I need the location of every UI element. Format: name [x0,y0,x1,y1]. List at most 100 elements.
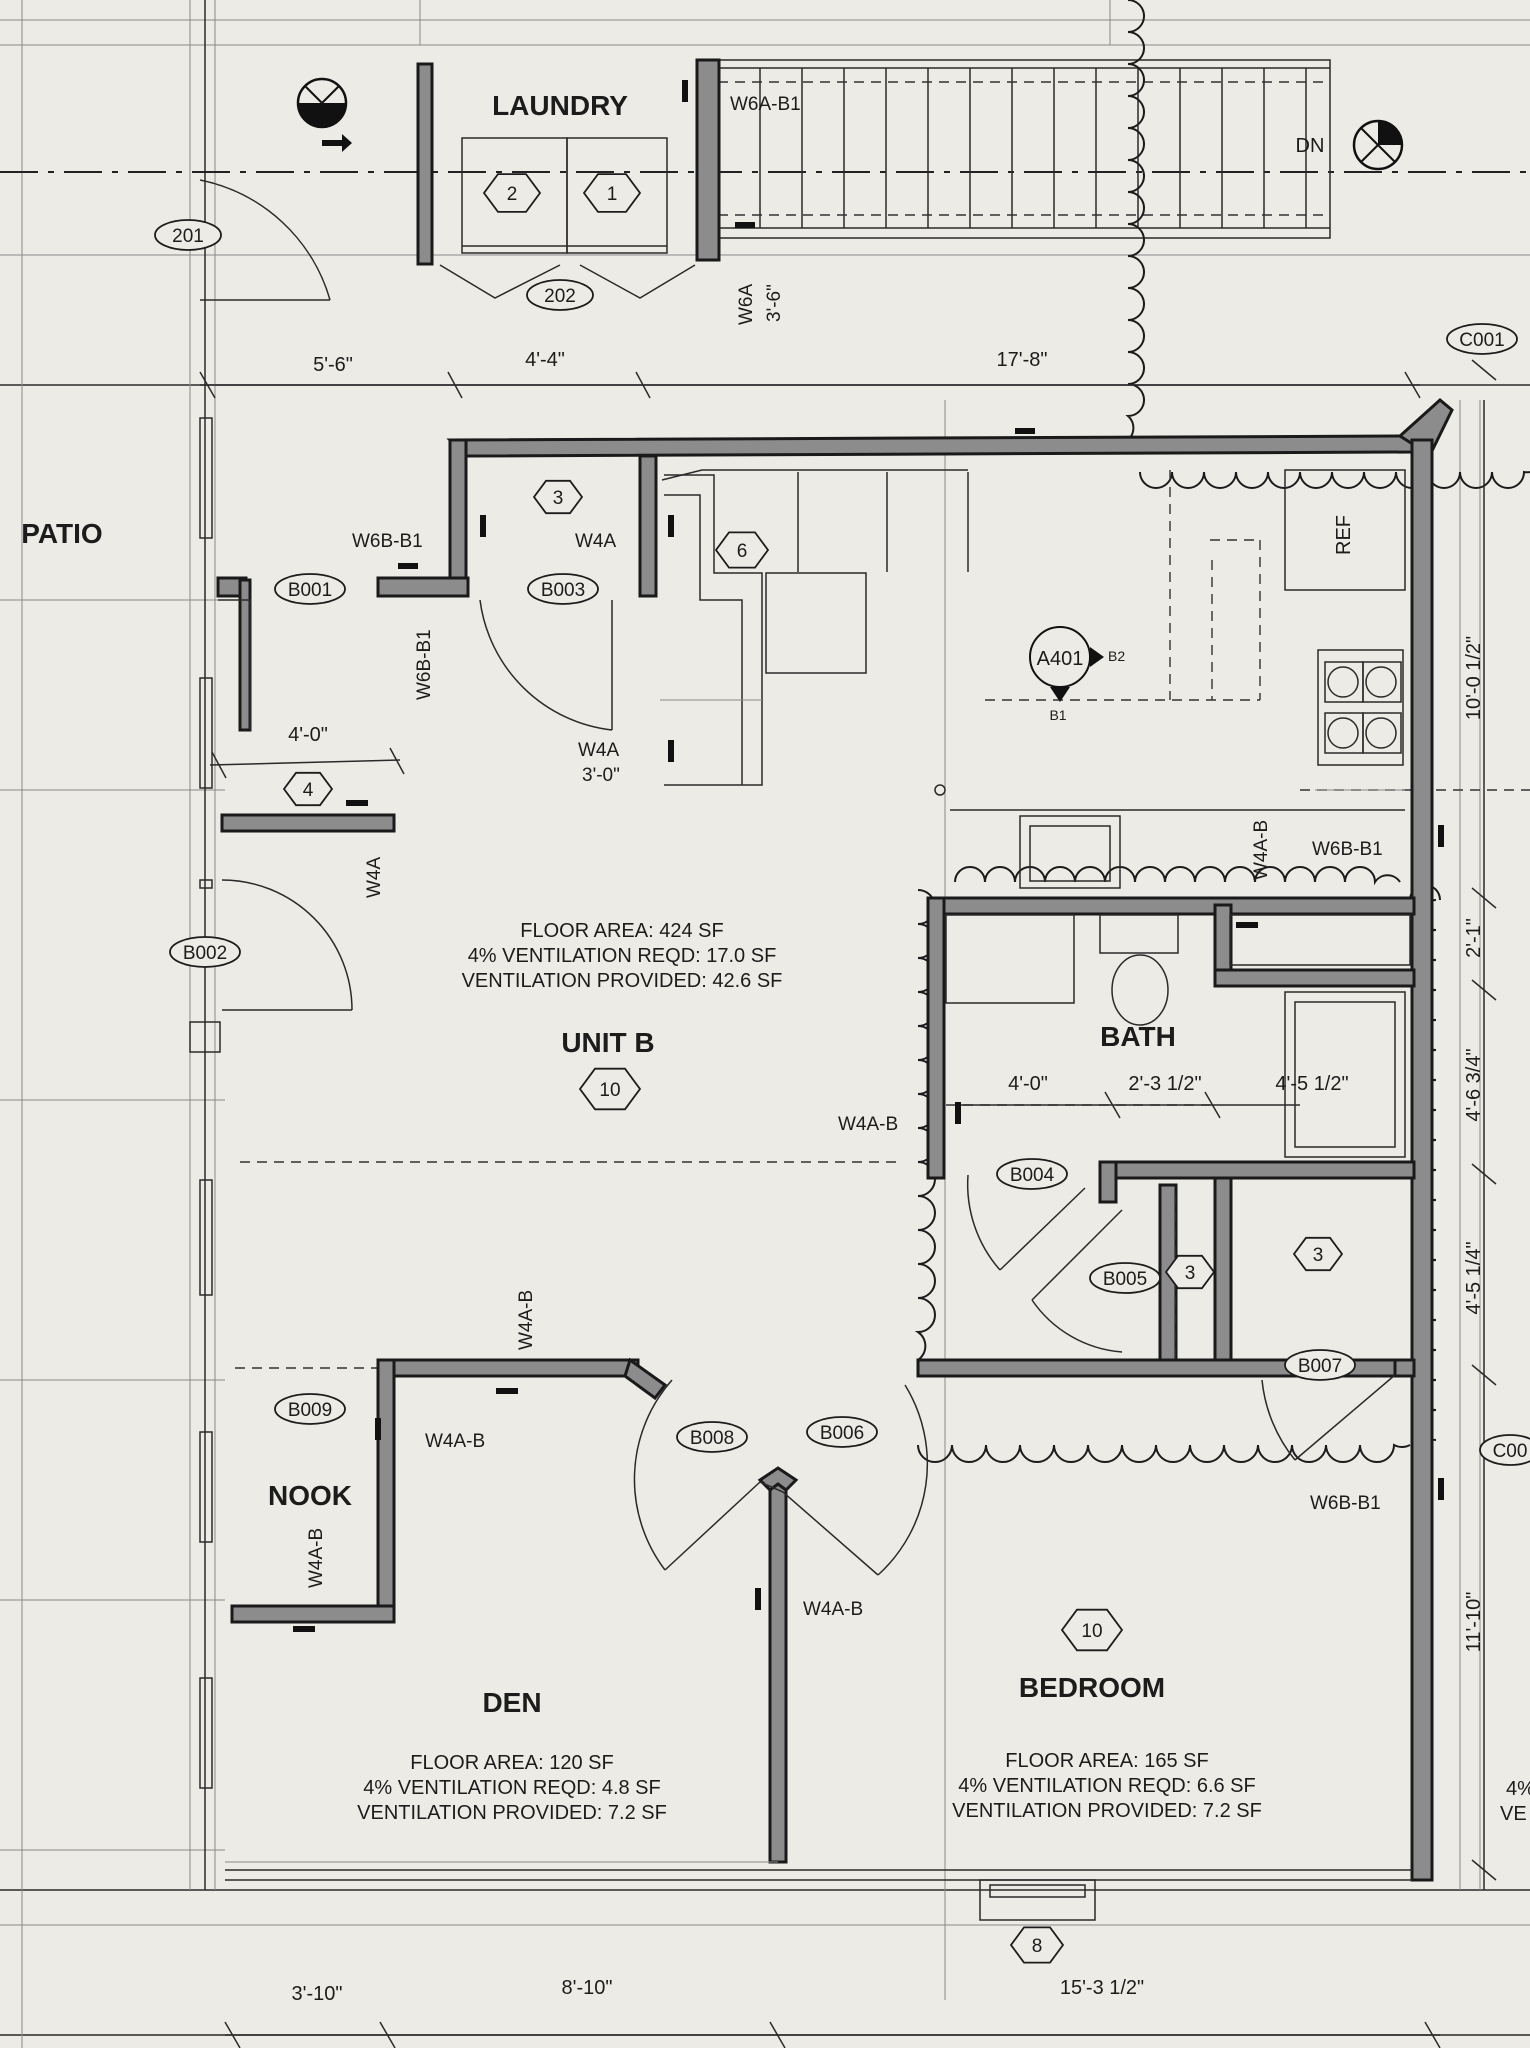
wall-tag-w4a-b-bath: W4A-B [838,1114,898,1135]
dim-bottom-3: 15'-3 1/2" [1060,1977,1144,1999]
bedroom-vent-reqd: 4% VENTILATION REQD: 6.6 SF [958,1775,1255,1797]
door-tag-b004: B004 [996,1158,1068,1190]
door-tag-d201: 201 [154,219,222,251]
den-vent-reqd: 4% VENTILATION REQD: 4.8 SF [363,1777,660,1799]
room-label-den: DEN [482,1687,541,1718]
stair [717,59,1331,239]
wall-tag-w4a-mid: W4A [578,740,620,761]
hex-tags: 2 1 3 6 4 10 3 3 10 8 [282,173,1344,1964]
room-label-laundry: LAUNDRY [492,90,628,121]
hex-tag-h3c: 3 [1292,1236,1344,1272]
kitchen [660,469,1406,889]
hex-tag-h8: 8 [1009,1926,1065,1964]
door-tag-text: C001 [1459,330,1504,351]
range [1324,661,1402,754]
door-tag-text: C00 [1493,1441,1528,1462]
dim-top-3: 17'-8" [997,349,1048,371]
section-marker-icon-right [1352,119,1404,171]
elevation-marker: A401 B2 B1 [1029,626,1125,723]
door-tag-b008: B008 [676,1421,748,1453]
room-label-bath: BATH [1100,1021,1176,1052]
door-tag-text: B001 [288,580,332,601]
doors [199,179,1396,1576]
wall-tag-w6b-b1-top: W6B-B1 [352,531,423,552]
hex-tag-text: 2 [507,184,518,205]
wall-tag-marks [293,80,1444,1632]
hex-tag-text: 4 [303,780,314,801]
hex-tag-text: 6 [737,541,748,562]
hex-tag-text: 3 [1313,1245,1324,1266]
wall-tag-w6b-b1-right: W6B-B1 [1312,839,1383,860]
laundry-area [416,58,721,299]
wall-tag-w6a: W6A [736,284,757,326]
wall-tag-w4a-b-den-vertical: W4A-B [516,1290,537,1350]
windows-left [189,417,221,1789]
room-label-nook: NOOK [268,1480,352,1511]
unit-b-vent-provided: VENTILATION PROVIDED: 42.6 SF [462,970,783,992]
wall-tag-w4a-left: W4A [364,857,385,899]
hex-tag-h4: 4 [282,771,334,807]
wall-tag-w4a-mid-dim: 3'-0" [582,765,620,786]
elevation-marker-b2: B2 [1108,648,1125,664]
wall-tag-w6a-dim: 3'-6" [764,284,785,322]
hex-tag-h3b: 3 [1164,1254,1216,1290]
room-label-bedroom: BEDROOM [1019,1672,1165,1703]
dim-bath-2: 2'-3 1/2" [1128,1073,1201,1095]
bath-fixtures [945,914,1411,1360]
unit-b-vent-reqd: 4% VENTILATION REQD: 17.0 SF [468,945,777,967]
door-tag-text: B006 [820,1423,864,1444]
hex-tag-text: 10 [1081,1621,1102,1642]
dim-top-2: 4'-4" [525,349,565,371]
bottom-wall [225,1861,1412,1921]
dim-right-4: 4'-5 1/4" [1463,1241,1485,1314]
elevation-marker-label: A401 [1037,648,1084,670]
wall-tag-w6b-b1-vertical: W6B-B1 [414,629,435,700]
label-stair-down: DN [1296,135,1325,157]
door-tag-c00: C00 [1479,1434,1530,1466]
door-tag-b006: B006 [806,1416,878,1448]
hex-tag-text: 8 [1032,1936,1043,1957]
hex-tag-h3a: 3 [532,479,584,515]
wall-tag-w4a-b-bottom: W4A-B [803,1599,863,1620]
door-tag-text: B009 [288,1400,332,1421]
bedroom-vent-provided: VENTILATION PROVIDED: 7.2 SF [952,1800,1262,1822]
label-ref: REF [1333,515,1355,555]
hex-tag-h1: 1 [582,173,642,213]
den-floor-area: FLOOR AREA: 120 SF [410,1752,613,1774]
wall-tags: W6A-B1 W6A 3'-6" W6B-B1 W4A W6B-B1 W4A 3… [306,94,1383,1620]
elevation-marker-b1: B1 [1049,707,1066,723]
door-tag-b007: B007 [1284,1349,1356,1381]
door-tag-c001: C001 [1446,323,1518,355]
door-tag-b001: B001 [274,573,346,605]
hex-tag-text: 3 [553,488,564,509]
edge-note-1: 4% [1506,1778,1530,1800]
door-tag-text: 202 [544,286,576,307]
room-label-patio: PATIO [21,518,102,549]
edge-note-2: VE [1500,1803,1527,1825]
door-tag-text: B004 [1010,1165,1055,1186]
dim-top-1: 5'-6" [313,354,353,376]
hex-tag-h6: 6 [714,531,770,569]
wall-tag-w4a-b-nook: W4A-B [306,1528,327,1588]
wall-tag-w4a-b-bath-vertical: W4A-B [1251,820,1272,880]
wall-tag-w4a-top: W4A [575,531,617,552]
area-notes: FLOOR AREA: 424 SF 4% VENTILATION REQD: … [357,920,1530,1825]
dimension-lines [199,359,1497,2048]
dim-bottom-1: 3'-10" [292,1983,343,2005]
dim-bottom-2: 8'-10" [562,1977,613,1999]
unit-b-floor-area: FLOOR AREA: 424 SF [520,920,723,942]
wall-tag-w6b-b1-lower: W6B-B1 [1310,1493,1381,1514]
room-labels: LAUNDRY PATIO UNIT B BATH NOOK DEN BEDRO… [21,90,1355,1718]
dimension-labels: 5'-6" 4'-4" 17'-8" 4'-0" 4'-0" 2'-3 1/2"… [288,349,1485,2005]
walls [216,398,1454,1882]
dim-right-5: 11'-10" [1463,1592,1485,1653]
door-tag-text: B005 [1103,1269,1147,1290]
door-tag-text: 201 [172,226,204,247]
door-tag-d202: 202 [526,279,594,311]
door-tag-text: B007 [1298,1356,1342,1377]
hex-tag-text: 10 [599,1080,620,1101]
wall-tag-w4a-b-den: W4A-B [425,1431,485,1452]
dim-right-2: 2'-1" [1463,918,1485,958]
